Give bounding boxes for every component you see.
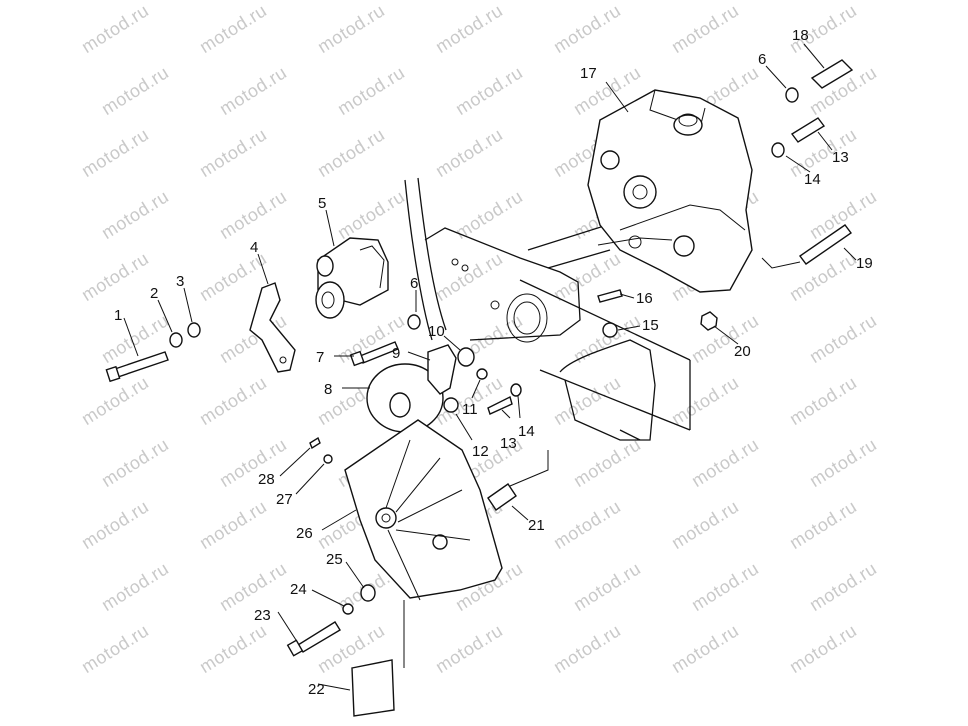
label-part-14-top: 14 <box>804 171 821 188</box>
label-part-11: 11 <box>462 401 478 418</box>
part-labels: 1 2 3 4 5 6 6 7 8 9 10 11 12 13 13 14 14… <box>114 27 873 698</box>
label-part-19: 19 <box>856 255 873 272</box>
label-part-27: 27 <box>276 491 293 508</box>
label-part-16: 16 <box>636 290 653 307</box>
label-part-6-left: 6 <box>410 275 418 292</box>
label-part-8: 8 <box>324 381 332 398</box>
label-part-1: 1 <box>114 307 122 324</box>
label-part-23: 23 <box>254 607 271 624</box>
label-part-9: 9 <box>392 345 400 362</box>
motor-assembly <box>315 237 389 319</box>
fasteners <box>105 59 854 717</box>
label-part-17: 17 <box>580 65 597 82</box>
chaincase-cover <box>344 419 503 601</box>
label-part-25: 25 <box>326 551 343 568</box>
leader-lines <box>123 43 857 691</box>
label-part-15: 15 <box>642 317 659 334</box>
mount-bracket <box>249 282 296 373</box>
label-part-20: 20 <box>734 343 751 360</box>
label-part-24: 24 <box>290 581 307 598</box>
chassis-frame <box>404 177 691 441</box>
label-part-13-top: 13 <box>832 149 849 166</box>
label-part-28: 28 <box>258 471 275 488</box>
label-part-3: 3 <box>176 273 184 290</box>
label-part-22: 22 <box>308 681 325 698</box>
label-part-14-mid: 14 <box>518 423 535 440</box>
drive-pulley <box>366 363 444 433</box>
label-part-2: 2 <box>150 285 158 302</box>
label-part-12: 12 <box>472 443 489 460</box>
label-part-13-mid: 13 <box>500 435 517 452</box>
label-part-18: 18 <box>792 27 809 44</box>
label-part-10: 10 <box>428 323 445 340</box>
label-part-4: 4 <box>250 239 258 256</box>
label-part-6-top: 6 <box>758 51 766 68</box>
gearcase-housing <box>587 89 753 293</box>
label-part-5: 5 <box>318 195 326 212</box>
label-part-26: 26 <box>296 525 313 542</box>
label-part-7: 7 <box>316 349 324 366</box>
label-part-21: 21 <box>528 517 545 534</box>
